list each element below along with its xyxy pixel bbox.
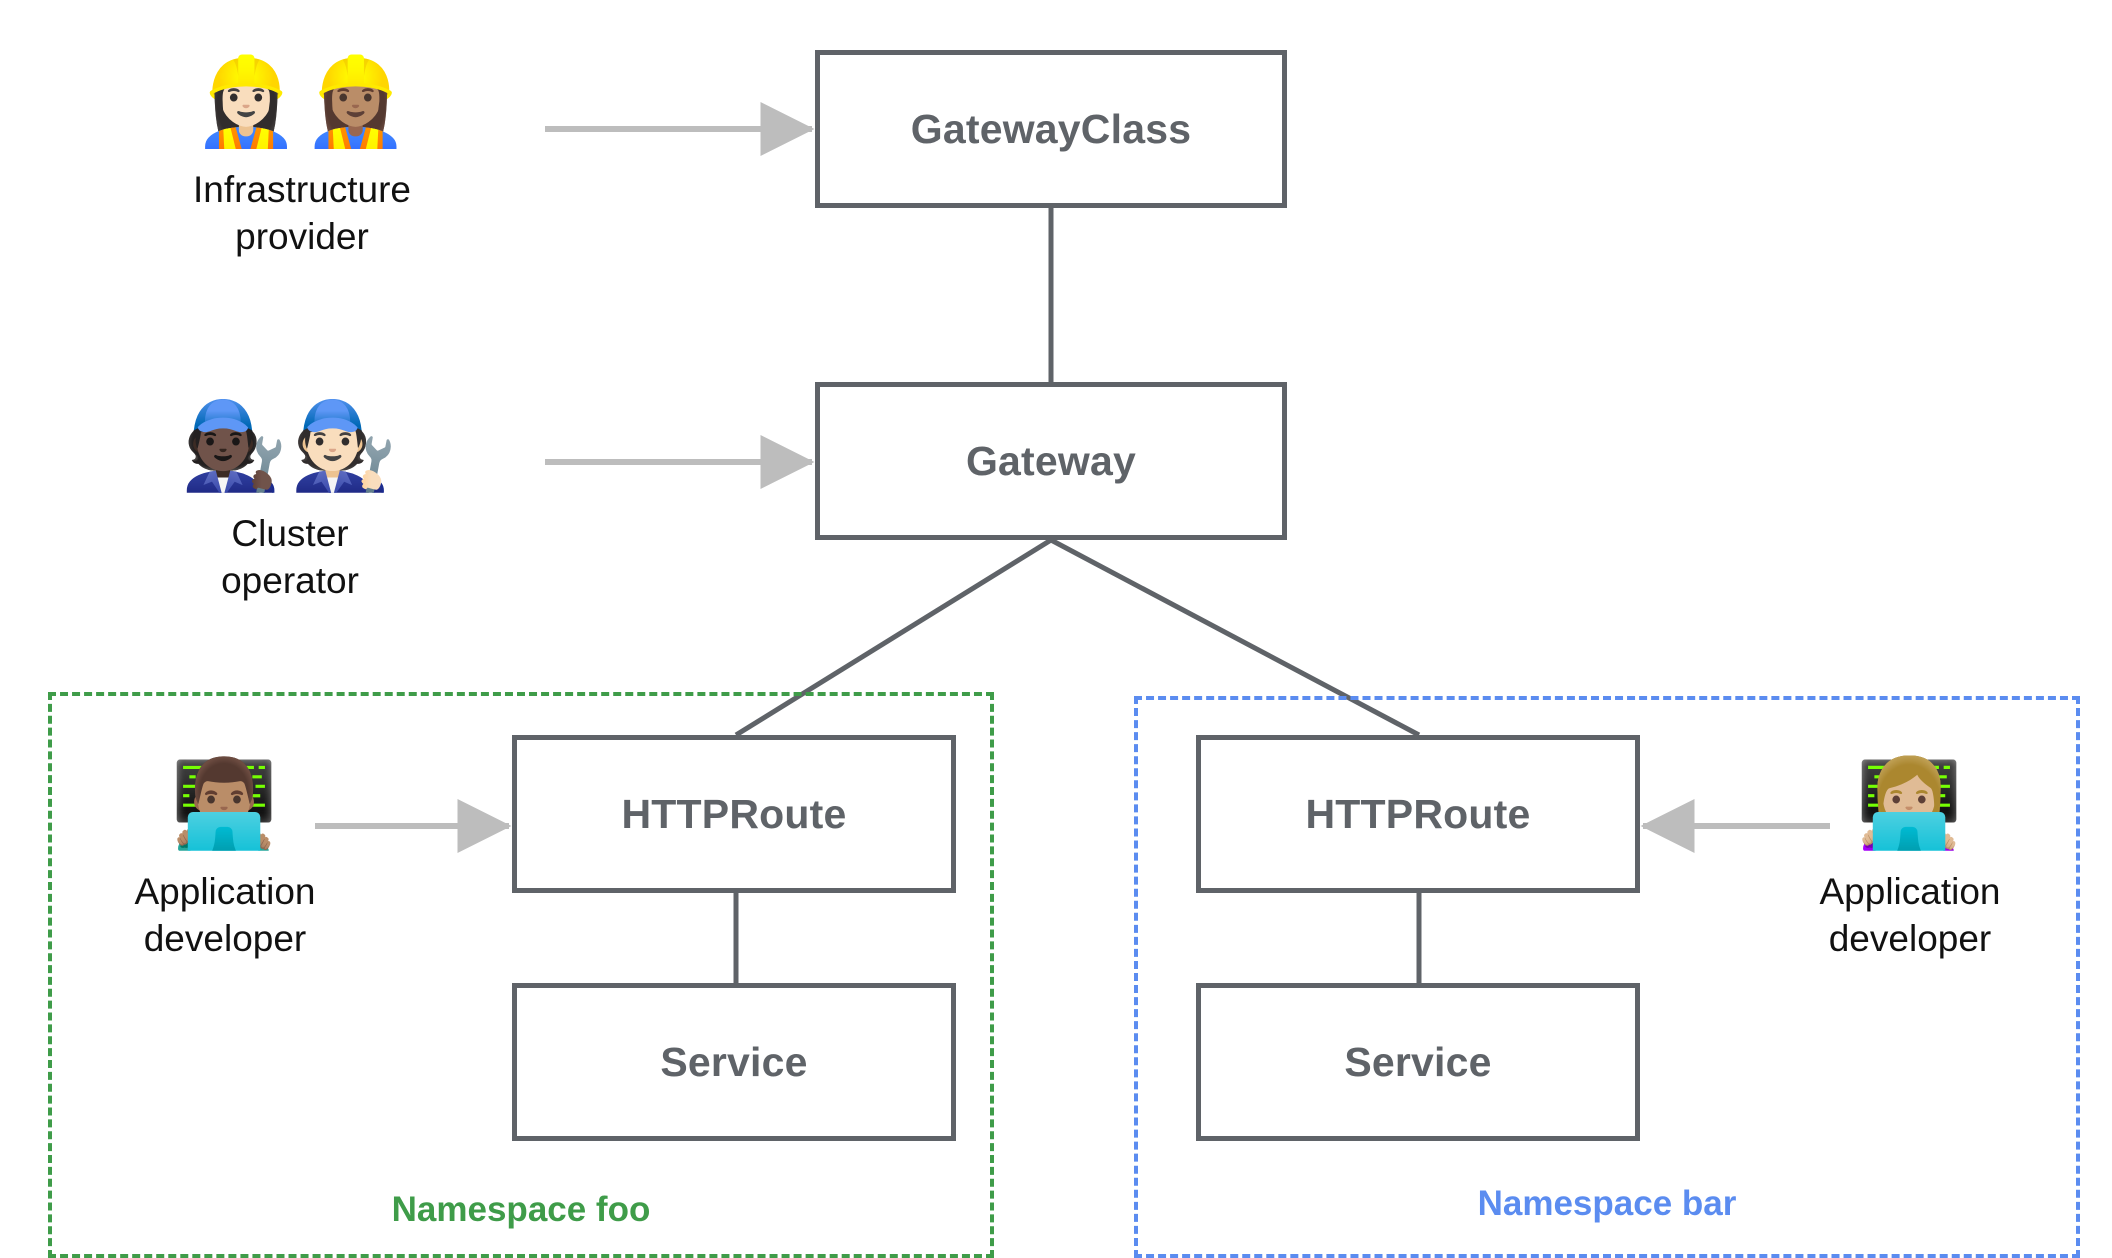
resource-label-service-bar: Service [1344, 1038, 1492, 1085]
resource-box-httproute-bar[interactable]: HTTPRoute [1196, 735, 1640, 893]
resource-box-httproute-foo[interactable]: HTTPRoute [512, 735, 956, 893]
resource-label-gateway: Gateway [965, 437, 1137, 484]
resource-box-gatewayclass[interactable]: GatewayClass [815, 50, 1287, 208]
connector-gateway-to-httproute-foo [734, 537, 1053, 738]
resource-connectors [733, 208, 1422, 983]
actor-cluster-operator: 🧑🏿‍🔧🧑🏻‍🔧 Cluster operator [110, 392, 470, 605]
resource-box-service-bar[interactable]: Service [1196, 983, 1640, 1141]
resource-label-httproute-bar: HTTPRoute [1305, 790, 1531, 837]
resource-box-gateway[interactable]: Gateway [815, 382, 1287, 540]
namespace-label-foo: Namespace foo [391, 1190, 651, 1229]
actor-application-developer-bar: 👩🏼‍💻 Application developer [1730, 750, 2090, 963]
actor-label-application-developer-bar: Application developer [1819, 871, 2001, 960]
man-technologist-icon: 👨🏽‍💻 [170, 753, 280, 854]
connector-gateway-to-httproute-bar [1049, 537, 1421, 738]
actor-label-infrastructure-provider: Infrastructure provider [193, 169, 411, 258]
construction-worker-women-icon: 👷🏻‍♀️👷🏽‍♀️ [192, 51, 412, 152]
actor-arrows [315, 102, 1830, 853]
resource-label-httproute-foo: HTTPRoute [621, 790, 847, 837]
resource-box-service-foo[interactable]: Service [512, 983, 956, 1141]
namespace-box-foo [48, 692, 994, 1258]
actor-label-application-developer-foo: Application developer [134, 871, 316, 960]
namespace-box-bar [1134, 696, 2080, 1258]
actor-infrastructure-provider: 👷🏻‍♀️👷🏽‍♀️ Infrastructure provider [122, 48, 482, 261]
woman-technologist-icon: 👩🏼‍💻 [1855, 753, 1965, 854]
resource-label-service-foo: Service [660, 1038, 808, 1085]
actor-application-developer-foo: 👨🏽‍💻 Application developer [45, 750, 405, 963]
mechanics-icon: 🧑🏿‍🔧🧑🏻‍🔧 [180, 395, 400, 496]
namespace-label-bar: Namespace bar [1477, 1184, 1737, 1223]
actor-label-cluster-operator: Cluster operator [221, 513, 359, 602]
resource-label-gatewayclass: GatewayClass [910, 105, 1192, 152]
